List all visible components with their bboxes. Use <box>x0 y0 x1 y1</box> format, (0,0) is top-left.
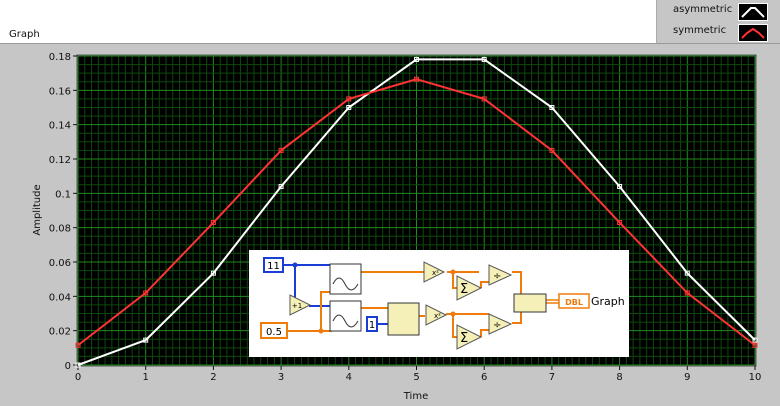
data-point-asymmetric <box>481 56 487 62</box>
data-point-asymmetric <box>414 56 419 62</box>
block-diagram-inset: 11 0.5 1 +1 x² x² Σ Σ ÷ ÷ DBL Graph <box>249 250 629 357</box>
data-point-symmetric <box>617 220 623 226</box>
data-point-symmetric <box>481 96 487 102</box>
svg-text:0.5: 0.5 <box>266 327 282 338</box>
data-point-asymmetric <box>346 105 352 110</box>
x-tick-label: 5 <box>413 372 419 383</box>
graph-label: Graph <box>9 29 40 40</box>
data-point-asymmetric <box>684 270 690 276</box>
svg-text:Σ: Σ <box>460 331 468 346</box>
svg-text:Σ: Σ <box>460 282 468 297</box>
symmetric-swatch-icon <box>738 24 768 42</box>
data-point-asymmetric <box>278 183 284 189</box>
sum-node-1[interactable] <box>456 275 483 301</box>
plot-legend[interactable]: asymmetric symmetric <box>656 0 780 44</box>
y-tick-label: 0.08 <box>49 224 71 235</box>
constant-1[interactable] <box>366 316 378 332</box>
data-point-asymmetric <box>752 337 758 343</box>
x-tick-label: 9 <box>684 372 690 383</box>
svg-text:Graph: Graph <box>591 295 625 308</box>
x-axis-label: Time <box>403 391 428 402</box>
svg-text:x²: x² <box>432 269 439 277</box>
asymmetric-swatch-icon <box>738 3 768 21</box>
sine-window-vi-1[interactable] <box>329 263 362 295</box>
svg-text:DBL: DBL <box>565 298 583 307</box>
y-tick-label: 0.18 <box>49 52 71 63</box>
x-tick-label: 8 <box>616 372 622 383</box>
svg-text:+1: +1 <box>292 302 302 310</box>
square-node-1[interactable] <box>423 261 446 283</box>
data-point-symmetric <box>752 342 758 348</box>
data-point-symmetric <box>346 96 352 102</box>
constant-0.5[interactable] <box>260 322 288 339</box>
x-tick-label: 0 <box>75 372 81 383</box>
svg-text:11: 11 <box>267 261 280 272</box>
y-tick-label: 0.04 <box>49 292 71 303</box>
data-point-symmetric <box>414 76 419 82</box>
svg-text:÷: ÷ <box>493 271 501 282</box>
y-tick-label: 0.16 <box>49 86 71 97</box>
divide-node-2[interactable] <box>488 313 513 335</box>
data-point-symmetric <box>549 147 555 153</box>
svg-text:÷: ÷ <box>493 320 501 331</box>
legend-item-asymmetric[interactable]: asymmetric <box>657 1 780 21</box>
y-tick-label: 0.14 <box>49 121 71 132</box>
array-subset-node[interactable] <box>387 302 420 336</box>
series-line-symmetric <box>77 78 756 347</box>
increment-node[interactable] <box>289 294 312 316</box>
x-tick-label: 2 <box>210 372 216 383</box>
data-point-asymmetric <box>549 105 555 110</box>
legend-item-symmetric[interactable]: symmetric <box>657 22 780 42</box>
build-array-node[interactable] <box>513 293 547 313</box>
y-tick-label: 0.12 <box>49 155 71 166</box>
constant-11[interactable] <box>263 257 284 273</box>
x-tick-label: 3 <box>278 372 284 383</box>
y-tick-label: 0.1 <box>55 189 71 200</box>
y-tick-label: 0.02 <box>49 327 71 338</box>
x-tick-label: 1 <box>143 372 149 383</box>
svg-text:1: 1 <box>369 320 375 331</box>
data-point-symmetric <box>143 290 149 296</box>
square-node-2[interactable] <box>425 304 448 326</box>
y-tick-label: 0.06 <box>49 258 71 269</box>
data-point-asymmetric <box>210 270 216 276</box>
x-tick-label: 7 <box>549 372 555 383</box>
y-axis-label: Amplitude <box>32 184 43 235</box>
data-point-symmetric <box>278 147 284 153</box>
x-tick-label: 6 <box>481 372 487 383</box>
data-point-asymmetric <box>617 183 623 189</box>
data-point-symmetric <box>75 342 81 348</box>
series-line-asymmetric <box>77 58 756 366</box>
data-point-asymmetric <box>75 362 81 368</box>
sine-window-vi-2[interactable] <box>329 300 362 332</box>
data-point-symmetric <box>684 290 690 296</box>
x-tick-label: 4 <box>346 372 352 383</box>
y-tick-label: 0 <box>65 361 71 372</box>
graph-terminal[interactable] <box>558 293 590 309</box>
data-point-symmetric <box>210 220 216 226</box>
svg-text:x²: x² <box>434 312 441 320</box>
sum-node-2[interactable] <box>456 324 483 350</box>
x-tick-label: 10 <box>749 372 762 383</box>
data-point-asymmetric <box>143 337 149 343</box>
divide-node-1[interactable] <box>488 264 513 286</box>
